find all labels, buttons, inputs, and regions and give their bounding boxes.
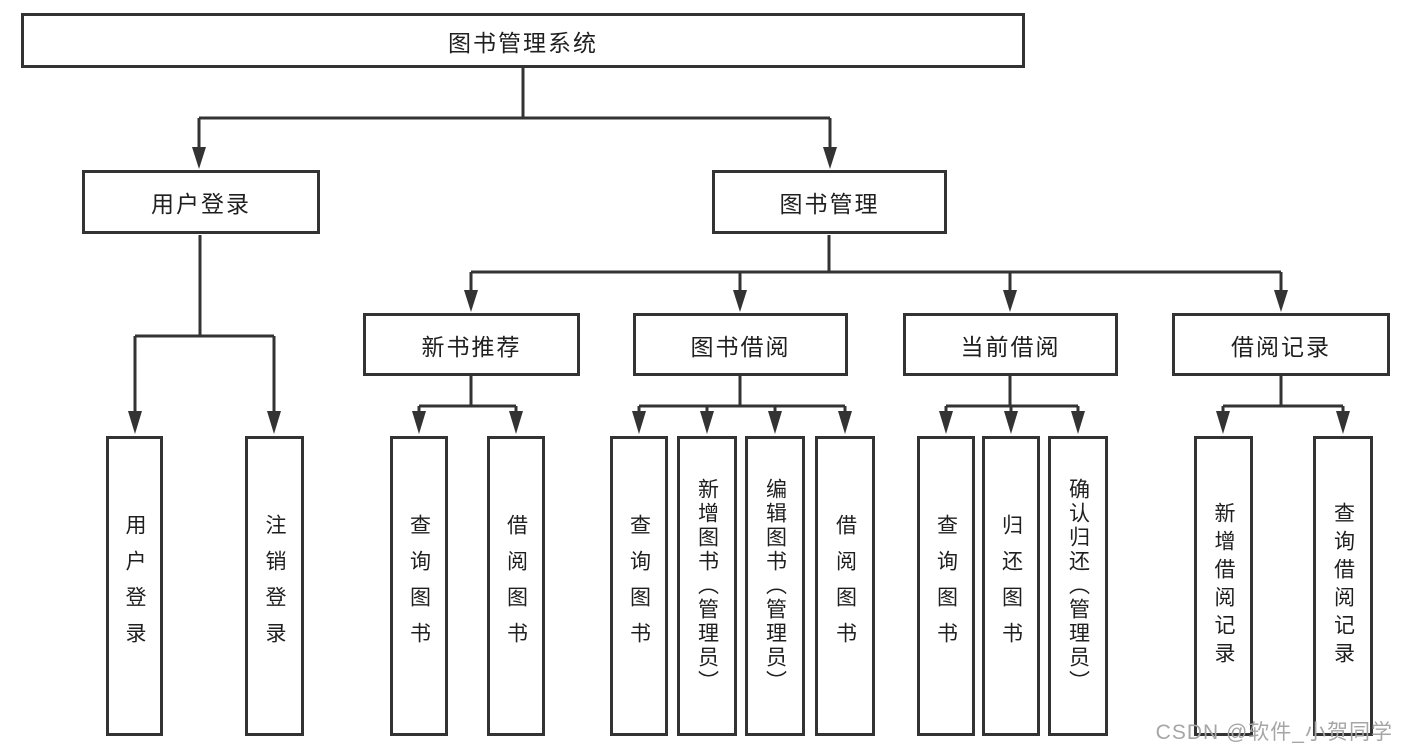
node-book-borrow: 图书借阅 [633, 313, 848, 376]
leaf-query-borrow-record: 查询借阅记录 [1313, 436, 1373, 736]
node-label: 当前借阅 [960, 333, 1061, 360]
leaf-confirm-return-admin: 确认归还（管理员） [1048, 436, 1108, 736]
leaf-user-login: 用户登录 [106, 436, 163, 736]
node-current-borrow: 当前借阅 [903, 313, 1118, 376]
leaf-label: 查询借阅记录 [1331, 502, 1355, 670]
csdn-watermark: CSDN @软件_小贺同学 [1155, 721, 1393, 744]
leaf-label: 借阅图书 [833, 514, 857, 658]
leaf-query-books-borrow: 查询图书 [610, 436, 668, 736]
node-book-management: 图书管理 [712, 170, 947, 234]
node-user-login: 用户登录 [82, 170, 320, 234]
node-label: 图书借阅 [690, 333, 791, 360]
leaf-label: 编辑图书（管理员） [763, 478, 787, 694]
node-new-book-recommend: 新书推荐 [363, 313, 580, 376]
leaf-borrow-books-recommend: 借阅图书 [487, 436, 545, 736]
node-label: 图书管理 [779, 191, 880, 217]
leaf-label: 归还图书 [999, 514, 1023, 658]
node-borrow-records: 借阅记录 [1172, 313, 1390, 376]
leaf-label: 查询图书 [627, 514, 651, 658]
leaf-add-books-admin: 新增图书（管理员） [677, 436, 737, 736]
node-label: 用户登录 [151, 191, 251, 217]
leaf-add-borrow-record: 新增借阅记录 [1194, 436, 1253, 736]
node-label: 借阅记录 [1231, 333, 1331, 360]
leaf-label: 查询图书 [934, 514, 958, 658]
leaf-query-books-current: 查询图书 [917, 436, 975, 736]
leaf-label: 确认归还（管理员） [1066, 478, 1090, 694]
leaf-label: 借阅图书 [504, 514, 528, 658]
leaf-edit-books-admin: 编辑图书（管理员） [745, 436, 805, 736]
leaf-label: 查询图书 [407, 514, 431, 658]
leaf-borrow-books: 借阅图书 [815, 436, 875, 736]
leaf-logout: 注销登录 [245, 436, 304, 736]
leaf-query-books-recommend: 查询图书 [390, 436, 448, 736]
leaf-label: 新增借阅记录 [1212, 502, 1235, 670]
node-root-system: 图书管理系统 [21, 13, 1025, 68]
leaf-return-books: 归还图书 [982, 436, 1040, 736]
leaf-label: 注销登录 [263, 514, 286, 658]
leaf-label: 用户登录 [123, 514, 146, 658]
leaf-label: 新增图书（管理员） [695, 478, 719, 694]
node-label: 新书推荐 [421, 333, 522, 360]
node-label: 图书管理系统 [448, 29, 598, 56]
